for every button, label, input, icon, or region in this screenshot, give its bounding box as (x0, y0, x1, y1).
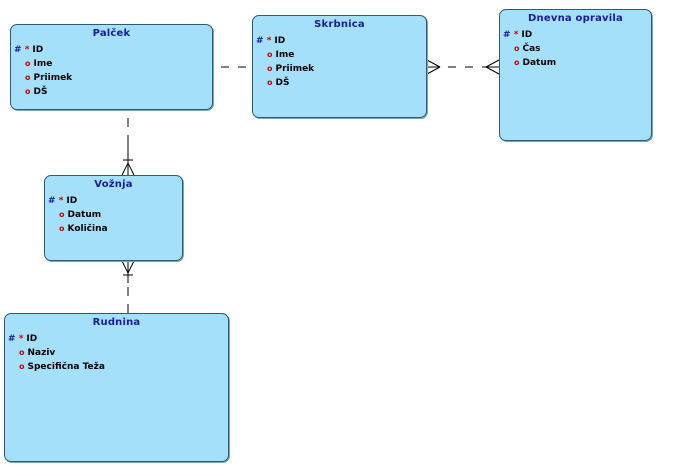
mandatory-marker: * (24, 45, 30, 55)
attribute-label: Priimek (33, 73, 73, 83)
optional-marker: o (19, 348, 25, 357)
attribute-label: DŠ (33, 87, 48, 97)
entity-title: Dnevna opravila (528, 13, 623, 24)
optional-marker: o (514, 44, 520, 53)
mandatory-marker: * (266, 36, 272, 46)
optional-marker: o (59, 224, 65, 233)
attribute-label: ID (26, 334, 38, 344)
optional-marker: o (59, 210, 65, 219)
attribute-label: Ime (33, 59, 53, 69)
primary-key-marker: # (48, 196, 56, 206)
optional-marker: o (19, 362, 25, 371)
attribute-pk: # *ID (5, 332, 228, 346)
attribute-label: ID (521, 30, 533, 40)
rel-palcek-voznja[interactable] (121, 110, 135, 176)
optional-marker: o (267, 64, 273, 73)
rel-skrbnica-dnevna-opravila[interactable] (426, 59, 500, 75)
attribute-label: Datum (67, 210, 102, 220)
entity-title: Vožnja (94, 179, 133, 190)
mandatory-marker: * (58, 196, 64, 206)
mandatory-marker: * (18, 334, 24, 344)
primary-key-marker: # (8, 334, 16, 344)
entity-title: Rudnina (92, 317, 141, 328)
optional-marker: o (25, 73, 31, 82)
attribute-label: Priimek (275, 64, 315, 74)
attribute-label: Datum (522, 58, 557, 68)
attribute-label: Ime (275, 50, 295, 60)
attribute-pk: # *ID (500, 28, 651, 42)
primary-key-marker: # (14, 45, 22, 55)
optional-marker: o (514, 58, 520, 67)
attribute-pk: # *ID (45, 194, 182, 208)
entity-title: Palček (92, 28, 131, 39)
optional-marker: o (267, 78, 273, 87)
mandatory-marker: * (513, 30, 519, 40)
attribute-label: ID (32, 45, 44, 55)
attribute-label: ID (66, 196, 78, 206)
primary-key-marker: # (256, 36, 264, 46)
attribute-label: Količina (67, 224, 108, 234)
optional-marker: o (267, 50, 273, 59)
attribute-label: Naziv (27, 348, 56, 358)
optional-marker: o (25, 87, 31, 96)
attribute-pk: # *ID (11, 43, 212, 57)
rel-voznja-rudnina[interactable] (121, 260, 135, 313)
attribute-label: Specifična Teža (27, 362, 105, 372)
attribute-pk: # *ID (253, 34, 426, 48)
entity-title: Skrbnica (314, 19, 365, 30)
optional-marker: o (25, 59, 31, 68)
attribute-label: Čas (522, 44, 541, 54)
primary-key-marker: # (503, 30, 511, 40)
attribute-label: DŠ (275, 78, 290, 88)
attribute-label: ID (274, 36, 286, 46)
